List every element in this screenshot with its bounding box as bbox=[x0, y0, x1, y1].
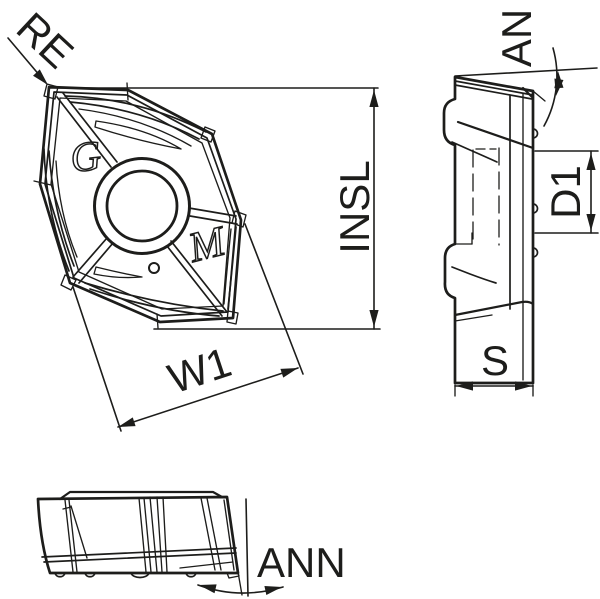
center-hole-outer bbox=[93, 157, 191, 255]
bottom-band-2 bbox=[43, 552, 237, 563]
side-ramp-diagonal bbox=[456, 120, 535, 150]
chipbreaker-curves bbox=[43, 95, 237, 317]
dim-d1: D1 bbox=[534, 150, 599, 234]
dim-ann: ANN bbox=[197, 498, 346, 597]
bottom-view bbox=[36, 490, 240, 579]
w1-ext-left bbox=[72, 286, 122, 432]
side-edge-bump-1 bbox=[532, 128, 539, 139]
front-inner-contour-1 bbox=[44, 91, 237, 317]
side-bottom-diagonal bbox=[453, 300, 535, 317]
dim-label-insl: INSL bbox=[331, 160, 378, 253]
dim-label-w1: W1 bbox=[162, 338, 237, 402]
dim-label-d1: D1 bbox=[542, 165, 589, 219]
insert-mark-m: M bbox=[183, 218, 231, 272]
w1-arrow-left bbox=[118, 417, 136, 427]
edge-tick-bottom bbox=[156, 313, 159, 329]
corner-facet-re bbox=[43, 83, 59, 100]
d1-arrow-top bbox=[586, 153, 596, 170]
edge-tick-top bbox=[126, 82, 129, 101]
bottom-right-slant-1 bbox=[200, 497, 216, 571]
index-dot bbox=[148, 262, 160, 274]
dim-label-re: RE bbox=[8, 3, 83, 77]
dim-insl: INSL bbox=[48, 87, 381, 330]
dim-label-s: S bbox=[481, 337, 509, 384]
front-view: G M bbox=[33, 82, 247, 329]
center-hole-inner bbox=[105, 169, 179, 243]
bottom-left-diagonal bbox=[70, 505, 88, 559]
w1-ext-right bbox=[244, 223, 304, 375]
d1-arrow-bottom bbox=[586, 214, 596, 231]
corner-facet-bottom-left bbox=[60, 274, 77, 291]
dim-w1: W1 bbox=[72, 223, 304, 432]
corner-facet-bottom-right bbox=[226, 310, 239, 325]
bottom-band-3 bbox=[179, 561, 234, 569]
re-arrowhead bbox=[33, 69, 48, 85]
front-outer-contour bbox=[38, 85, 243, 324]
side-edge-bump-2 bbox=[532, 203, 539, 214]
bottom-right-inner-edge bbox=[223, 499, 235, 571]
s-arrow-right bbox=[515, 381, 532, 391]
side-top-edge-extension bbox=[532, 90, 546, 102]
ann-arrow-left bbox=[199, 584, 217, 594]
side-top-right-bevel bbox=[521, 86, 535, 100]
dim-label-ann: ANN bbox=[257, 539, 346, 586]
bottom-outer-contour bbox=[36, 495, 240, 575]
dim-label-an: AN bbox=[493, 9, 540, 67]
side-view bbox=[442, 75, 546, 385]
ridge-lines bbox=[56, 92, 238, 317]
bottom-left-tick bbox=[62, 506, 72, 510]
insl-arrow-bottom bbox=[369, 310, 379, 327]
s-arrow-left bbox=[456, 381, 473, 391]
dim-an: AN bbox=[454, 9, 598, 127]
dim-s: S bbox=[454, 337, 534, 397]
side-top-edge-3 bbox=[454, 84, 533, 100]
bottom-right-slant-2 bbox=[206, 497, 222, 571]
side-wave-bottom bbox=[451, 266, 497, 284]
bottom-band-1 bbox=[41, 547, 237, 558]
side-top-edge-2 bbox=[454, 80, 534, 96]
w1-dim-line bbox=[117, 367, 299, 428]
corner-facet-top-right bbox=[200, 126, 216, 143]
corner-facet-right bbox=[231, 210, 247, 228]
edge-tick-left bbox=[33, 180, 52, 186]
side-wave-top bbox=[451, 141, 498, 163]
insl-arrow-top bbox=[369, 90, 379, 107]
dim-re: RE bbox=[7, 3, 83, 85]
an-reference-line bbox=[454, 67, 598, 77]
ann-edge-extension bbox=[237, 571, 243, 596]
bottom-center-fan bbox=[138, 496, 168, 573]
insert-mark-g: G bbox=[68, 133, 103, 182]
bottom-top-boss bbox=[58, 490, 224, 501]
w1-arrow-right bbox=[280, 368, 298, 378]
side-edge-bump-3 bbox=[532, 247, 539, 258]
ann-vertical-reference bbox=[245, 498, 249, 597]
ann-arrow-right bbox=[264, 586, 282, 596]
an-arrow-bottom bbox=[554, 78, 564, 96]
side-bottom-diagonal-2 bbox=[454, 314, 493, 322]
